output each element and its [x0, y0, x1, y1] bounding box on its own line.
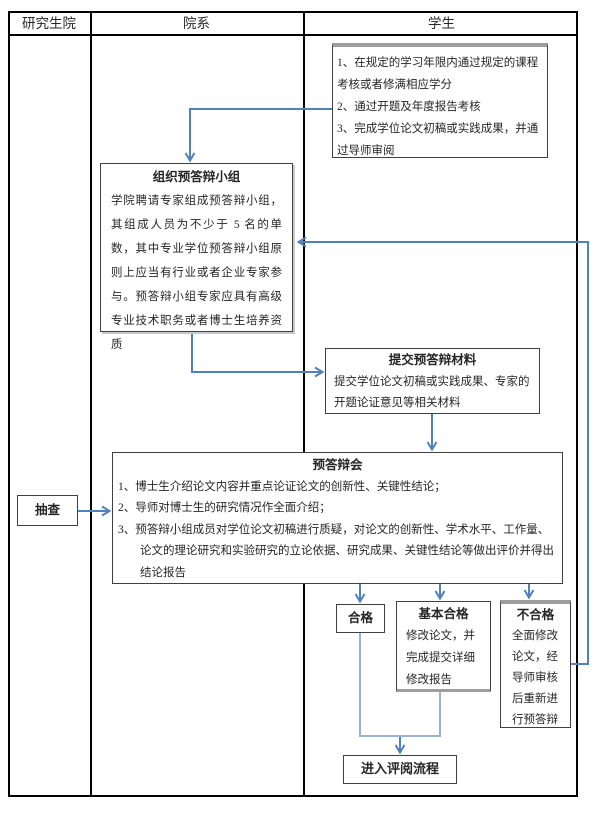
- box-predefense-meeting: 预答辩会 1、博士生介绍论文内容并重点论证论文的创新性、关键性结论； 2、导师对…: [112, 452, 563, 584]
- box-title: 基本合格: [418, 607, 469, 621]
- requirement-item: 2、通过开题及年度报告考核: [337, 101, 481, 113]
- box-title: 提交预答辩材料: [388, 353, 477, 367]
- box-body: 修改论文，并完成提交详细修改报告: [406, 630, 475, 686]
- lane-header-graduate-school: 研究生院: [22, 16, 76, 31]
- box-enter-review-process: 进入评阅流程: [343, 755, 457, 784]
- lane-divider-1: [90, 11, 92, 797]
- box-body: 全面修改论文，经导师审核后重新进行预答辩: [512, 630, 558, 726]
- meeting-item: 3、预答辩小组成员对学位论文初稿进行质疑，对论文的创新性、学术水平、工作量、论文…: [118, 523, 554, 579]
- requirement-item: 1、在规定的学习年限内通过规定的课程考核或者修满相应学分: [337, 57, 539, 91]
- box-title: 预答辩会: [312, 458, 363, 472]
- box-outcome-basic-pass: 基本合格 修改论文，并完成提交详细修改报告: [396, 601, 491, 692]
- box-body: 学院聘请专家组成预答辩小组，其组成人员为不少于 5 名的单数，其中专业学位预答辩…: [111, 195, 282, 351]
- lane-divider-2: [303, 11, 305, 797]
- box-outcome-pass: 合格: [336, 604, 385, 633]
- box-student-requirements: 1、在规定的学习年限内通过规定的课程考核或者修满相应学分 2、通过开题及年度报告…: [332, 43, 548, 158]
- box-spot-check: 抽查: [17, 495, 78, 526]
- box-title: 不合格: [516, 608, 555, 622]
- box-submit-predefense-materials: 提交预答辩材料 提交学位论文初稿或实践成果、专家的开题论证意见等相关材料: [325, 348, 540, 414]
- box-title: 组织预答辩小组: [152, 170, 241, 184]
- lane-header-department: 院系: [183, 16, 210, 31]
- box-outcome-fail: 不合格 全面修改论文，经导师审核后重新进行预答辩: [500, 600, 571, 728]
- box-organize-predefense-group: 组织预答辩小组 学院聘请专家组成预答辩小组，其组成人员为不少于 5 名的单数，其…: [100, 163, 293, 351]
- requirement-item: 3、完成学位论文初稿或实践成果，并通过导师审阅: [337, 123, 539, 157]
- box-body: 提交学位论文初稿或实践成果、专家的开题论证意见等相关材料: [334, 375, 530, 410]
- meeting-item: 1、博士生介绍论文内容并重点论证论文的创新性、关键性结论；: [118, 480, 446, 493]
- header-divider: [8, 34, 578, 36]
- meeting-item: 2、导师对博士生的研究情况作全面介绍；: [118, 502, 331, 514]
- lane-header-student: 学生: [428, 16, 455, 31]
